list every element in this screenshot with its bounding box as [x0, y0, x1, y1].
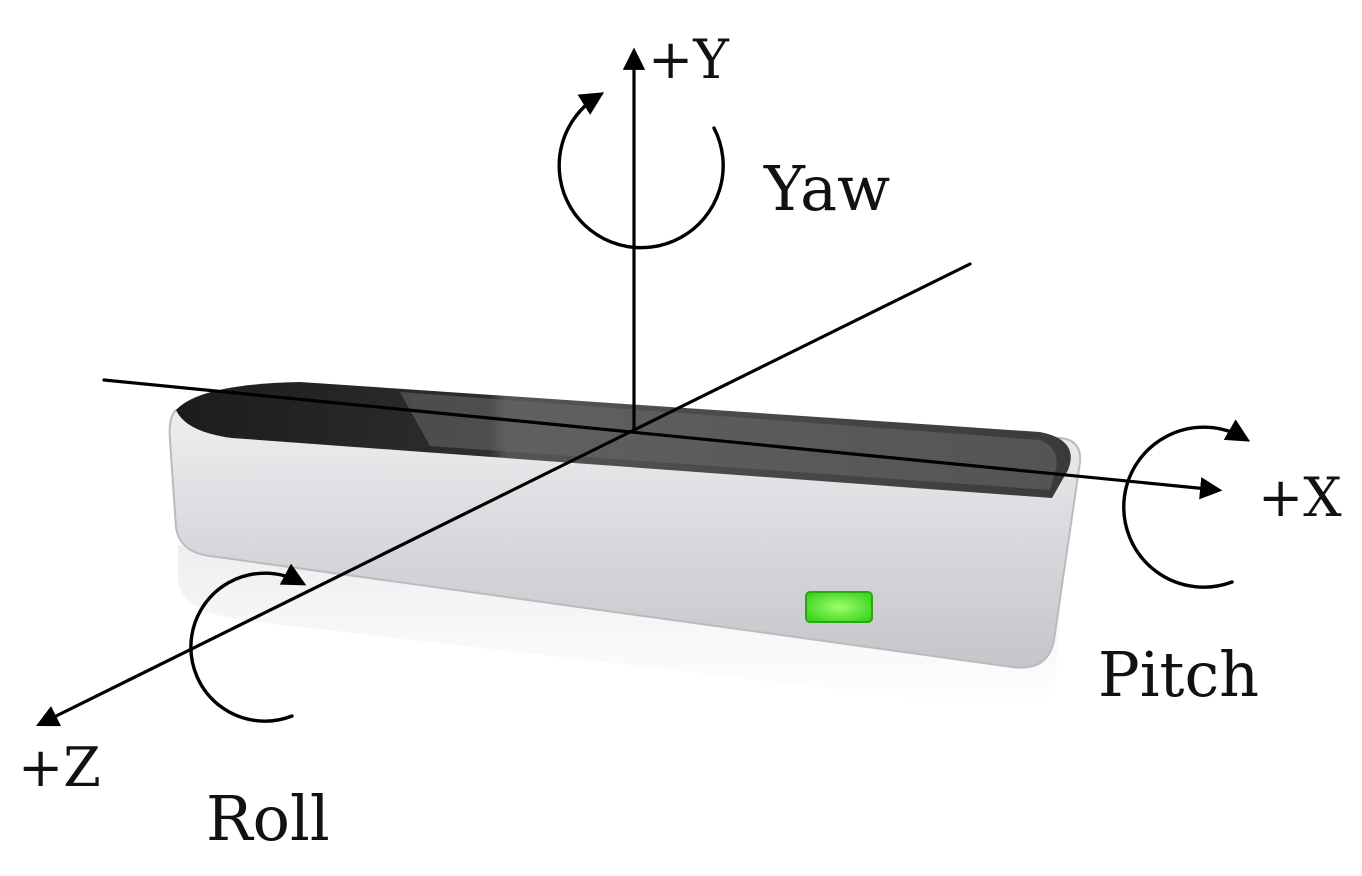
axes: [35, 47, 1223, 727]
pitch-rotation-arrow: [1122, 419, 1251, 589]
rotation-arrows: [189, 92, 1251, 723]
roll-label: Roll: [206, 782, 330, 855]
z-axis-label: +Z: [18, 736, 101, 799]
z-axis: [35, 428, 636, 727]
yaw-rotation-arrow: [557, 92, 725, 250]
yaw-label: Yaw: [763, 152, 890, 225]
led-indicator: [805, 591, 873, 623]
pitch-label: Pitch: [1098, 638, 1259, 711]
y-axis-label: +Y: [648, 28, 730, 91]
roll-rotation-arrow: [189, 563, 307, 723]
x-axis: [102, 378, 1223, 500]
z-axis-back: [632, 262, 972, 432]
x-axis-label: +X: [1258, 466, 1342, 529]
device-reflection: [178, 545, 1060, 709]
